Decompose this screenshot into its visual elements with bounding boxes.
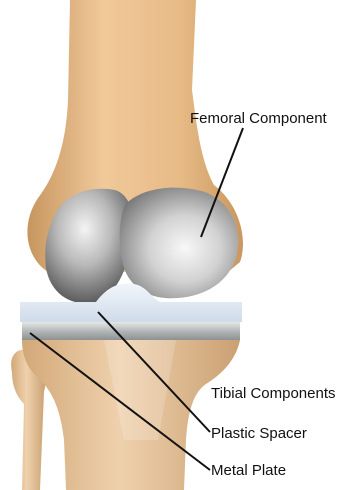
label-tibial-components: Tibial Components: [211, 385, 336, 403]
femoral-component-right: [120, 188, 239, 299]
label-femoral-component: Femoral Component: [190, 110, 327, 128]
metal-plate: [22, 322, 240, 340]
label-metal-plate: Metal Plate: [211, 462, 286, 480]
label-plastic-spacer: Plastic Spacer: [211, 425, 307, 443]
